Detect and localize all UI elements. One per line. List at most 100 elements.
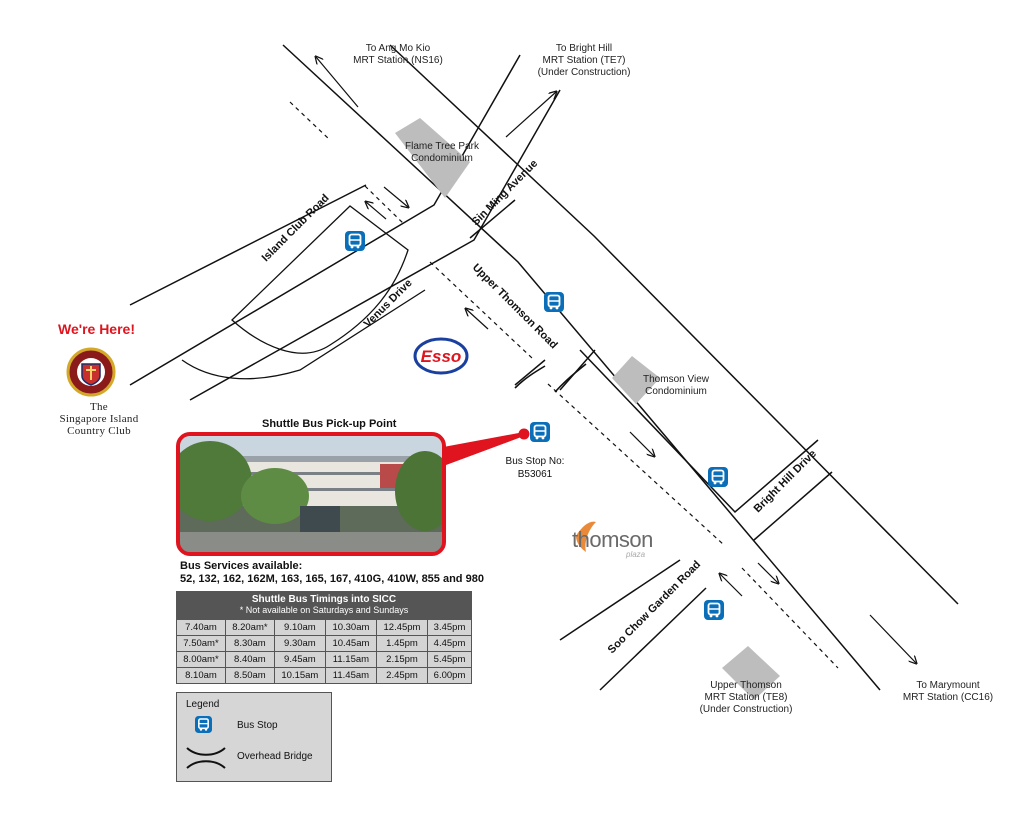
thomson-plaza-logo-mark xyxy=(576,521,596,552)
destination-upper-thomson-mrt: Upper Thomson MRT Station (TE8) (Under C… xyxy=(700,680,793,715)
legend-panel: Legend Bus Stop Overhead Bridge xyxy=(176,692,332,782)
timing-cell: 3.45pm xyxy=(427,619,472,636)
shuttle-timings-panel: Shuttle Bus Timings into SICC * Not avai… xyxy=(176,591,472,684)
bus-stop-icon xyxy=(543,291,565,313)
island-club-road-edge xyxy=(129,184,367,306)
sin-ming-avenue-south-edge xyxy=(189,89,561,401)
bright-hill-drive-south xyxy=(753,471,833,541)
svg-text:Condominium: Condominium xyxy=(645,386,707,397)
club-name-line: Country Club xyxy=(67,425,131,437)
timing-cell: 4.45pm xyxy=(427,635,472,652)
bus-stop-icon xyxy=(344,230,366,252)
flame-tree-park-label: Flame Tree Park Condominium xyxy=(405,141,480,164)
timing-cell: 2.15pm xyxy=(375,651,429,668)
arrow-to-bright-hill xyxy=(505,92,556,138)
direction-arrows xyxy=(316,57,916,663)
timing-cell: 10.45am xyxy=(324,635,377,652)
timing-cell: 8.50am xyxy=(224,667,275,684)
club-name-line: The xyxy=(89,401,108,413)
upper-thomson-road-west-edge xyxy=(282,44,881,691)
pickup-point-photo xyxy=(176,432,446,556)
venus-drive-outer xyxy=(181,289,426,380)
bus-stop-icon xyxy=(703,599,725,621)
svg-text:(Under Construction): (Under Construction) xyxy=(538,67,631,78)
venus-drive-label: Venus Drive xyxy=(362,277,415,330)
svg-text:(Under Construction): (Under Construction) xyxy=(700,704,793,715)
timing-cell: 9.45am xyxy=(273,651,326,668)
sin-ming-avenue-north-edge xyxy=(129,54,521,386)
timing-cell: 7.50am* xyxy=(176,635,226,652)
lane-dividers xyxy=(289,101,839,669)
thomson-view-building xyxy=(612,356,660,404)
svg-text:Flame Tree Park: Flame Tree Park xyxy=(405,141,480,152)
arrow-to-marymount xyxy=(869,614,916,663)
timing-cell: 9.10am xyxy=(273,619,326,636)
timing-cell: 6.00pm xyxy=(427,667,472,684)
soo-chow-garden-road-south xyxy=(599,587,707,691)
arrow-to-amk xyxy=(316,57,359,108)
club-name: The Singapore Island Country Club xyxy=(44,401,154,437)
thomson-plaza-logo: thomson xyxy=(572,527,653,552)
svg-text:MRT Station (TE8): MRT Station (TE8) xyxy=(705,692,788,703)
svg-text:MRT Station (TE7): MRT Station (TE7) xyxy=(543,55,626,66)
bright-hill-drive-label: Bright Hill Drive xyxy=(752,448,819,515)
upper-thomson-road-east-edge xyxy=(389,44,959,605)
svg-text:Upper Thomson: Upper Thomson xyxy=(710,680,782,691)
legend-title: Legend xyxy=(186,699,220,710)
club-crest-logo xyxy=(66,347,116,397)
svg-text:Condominium: Condominium xyxy=(411,153,473,164)
svg-text:Thomson View: Thomson View xyxy=(643,374,710,385)
flame-tree-park-building xyxy=(395,118,470,198)
timing-cell: 2.45pm xyxy=(375,667,429,684)
svg-text:To Bright Hill: To Bright Hill xyxy=(556,43,612,54)
svg-text:To Marymount: To Marymount xyxy=(916,680,980,691)
timing-cell: 5.45pm xyxy=(427,651,472,668)
venus-drive xyxy=(231,205,409,354)
island-club-road-label: Island Club Road xyxy=(260,192,332,264)
destination-marymount: To Marymount MRT Station (CC16) xyxy=(903,680,993,703)
pickup-photo-illustration xyxy=(180,436,442,552)
timing-cell: 10.30am xyxy=(324,619,377,636)
timing-cell: 8.20am* xyxy=(224,619,275,636)
overhead-bridges xyxy=(514,363,587,393)
upper-thomson-mrt-building xyxy=(722,646,780,700)
bus-services-list: 52, 132, 162, 162M, 163, 165, 167, 410G,… xyxy=(180,573,484,585)
club-name-line: Singapore Island xyxy=(59,413,139,425)
svg-text:MRT Station (CC16): MRT Station (CC16) xyxy=(903,692,993,703)
bus-stop-icon xyxy=(707,466,729,488)
timing-cell: 7.40am xyxy=(176,619,226,636)
we-are-here-label: We're Here! xyxy=(58,321,135,337)
soo-chow-garden-road-label: Soo Chow Garden Road xyxy=(606,559,704,657)
soo-chow-garden-road-north xyxy=(559,559,681,641)
bus-services-title: Bus Services available: xyxy=(180,560,303,572)
bus-stop-icon xyxy=(195,716,212,733)
timing-cell: 8.40am xyxy=(224,651,275,668)
timing-cell: 10.15am xyxy=(273,667,326,684)
esso-logo: Esso xyxy=(413,337,469,375)
timing-cell: 8.10am xyxy=(176,667,226,684)
timing-cell: 8.00am* xyxy=(176,651,226,668)
pickup-point-title: Shuttle Bus Pick-up Point xyxy=(262,418,397,430)
timing-cell: 11.15am xyxy=(324,651,377,668)
thomson-view-label: Thomson View Condominium xyxy=(643,374,710,397)
bus-stop-icon xyxy=(529,421,551,443)
pickup-pointer xyxy=(438,428,530,468)
timing-cell: 12.45pm xyxy=(375,619,429,636)
overhead-bridge-north xyxy=(514,363,587,393)
bus-stop-number: B53061 xyxy=(517,469,553,480)
sin-ming-avenue-label: Sin Ming Avenue xyxy=(470,158,541,229)
buildings xyxy=(395,118,780,700)
svg-text:MRT Station (NS16): MRT Station (NS16) xyxy=(353,55,443,66)
pickup-bus-stop-label: Bus Stop No: B53061 xyxy=(500,455,570,481)
shuttle-timings-title: Shuttle Bus Timings into SICC xyxy=(251,594,397,605)
thomson-plaza-logo-sub: plaza xyxy=(626,550,646,559)
svg-text:To Ang Mo Kio: To Ang Mo Kio xyxy=(366,43,431,54)
legend-bridge-label: Overhead Bridge xyxy=(237,751,313,762)
timing-cell: 11.45am xyxy=(324,667,377,684)
roads xyxy=(129,44,959,691)
